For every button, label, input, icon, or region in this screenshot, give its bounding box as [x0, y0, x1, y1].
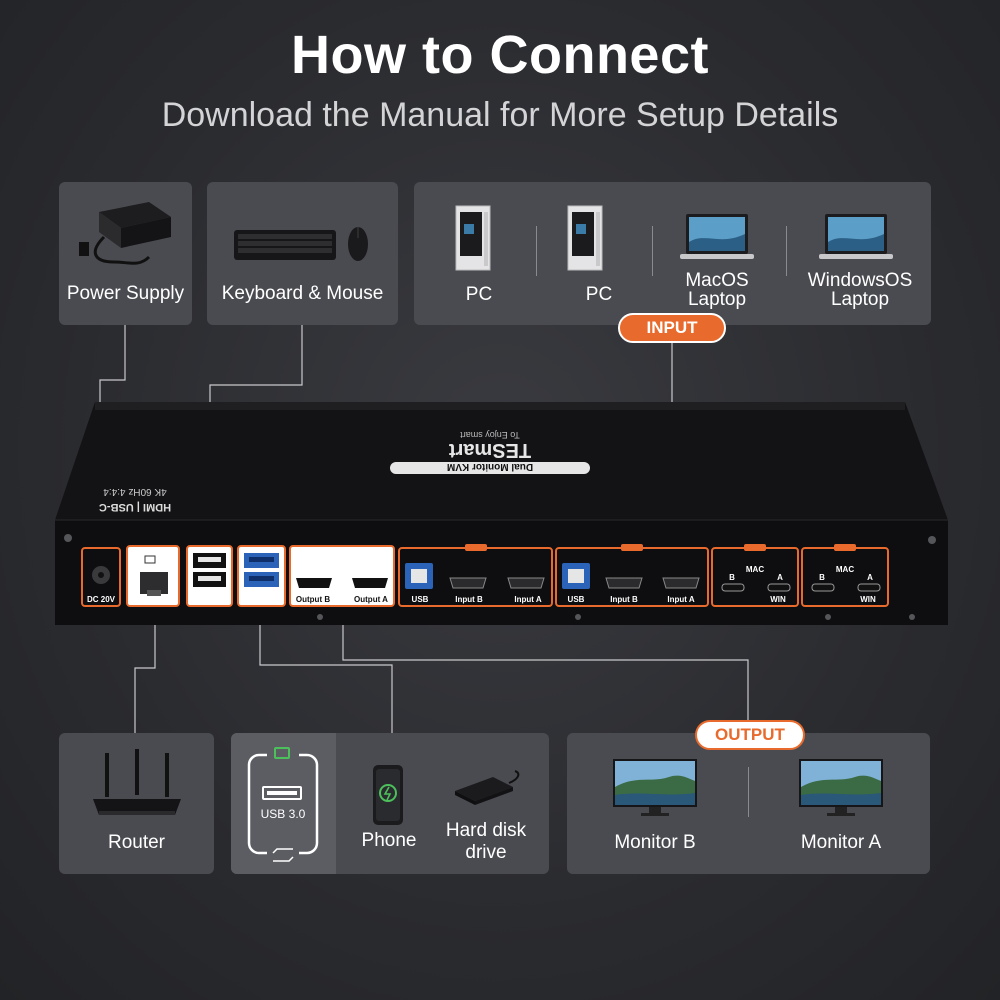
pc4-a-label: A	[867, 573, 873, 582]
keyboard-mouse-label: Keyboard & Mouse	[221, 283, 384, 304]
phone-label: Phone	[361, 830, 417, 851]
keyboard-icon	[234, 227, 368, 261]
router-label: Router	[107, 832, 166, 853]
pc-tower-icon	[567, 205, 603, 271]
output-badge: OUTPUT	[695, 720, 805, 750]
pc3-win-label: WIN	[770, 595, 786, 604]
input-pc-2-label: PC	[585, 284, 613, 305]
hdd-label-2: drive	[465, 842, 507, 863]
pc3-b-label: B	[729, 573, 735, 582]
laptop-icon	[680, 214, 754, 259]
output-a-port-label: Output A	[354, 595, 388, 604]
power-supply-card: Power Supply	[59, 182, 192, 325]
monitor-icon	[799, 759, 883, 816]
pc1-input-b-label: Input B	[455, 595, 483, 604]
input-win-label-2: Laptop	[830, 289, 890, 310]
monitor-b-label: Monitor B	[614, 832, 696, 853]
pc4-mac-label: MAC	[836, 565, 854, 574]
pc2-input-b-label: Input B	[610, 595, 638, 604]
device-side-text-2: 4K 60Hz 4:4:4	[103, 486, 167, 497]
device-brand-text: TESmart	[449, 439, 532, 461]
usb-3-icon	[247, 747, 319, 862]
pc1-input-a-label: Input A	[514, 595, 541, 604]
router-card: Router	[59, 733, 214, 874]
mouse-icon	[348, 227, 368, 261]
pc4-win-label: WIN	[860, 595, 876, 604]
input-badge: INPUT	[618, 313, 726, 343]
hard-disk-icon	[455, 770, 520, 805]
power-supply-label: Power Supply	[66, 283, 185, 304]
device-model-text: Dual Monitor KVM	[447, 461, 533, 472]
page-subtitle: Download the Manual for More Setup Detai…	[161, 96, 839, 134]
monitors-card: Monitor B Monitor A	[567, 733, 930, 874]
pc4-b-label: B	[819, 573, 825, 582]
usb-devices-card: USB 3.0 Phone Hard disk drive	[231, 733, 549, 874]
input-mac-label-2: Laptop	[687, 289, 747, 310]
router-icon	[93, 749, 181, 815]
laptop-icon	[819, 214, 893, 259]
pc1-usb-label: USB	[412, 595, 429, 604]
phone-icon	[373, 765, 403, 825]
input-mac-label-1: MacOS	[685, 270, 749, 291]
device-side-text-1: HDMI | USB-C	[99, 501, 171, 513]
pc2-input-a-label: Input A	[667, 595, 694, 604]
hdd-label-1: Hard disk	[445, 820, 527, 841]
device-tagline-text: To Enjoy smart	[460, 430, 520, 440]
monitor-icon	[613, 759, 697, 816]
pc2-usb-label: USB	[568, 595, 585, 604]
keyboard-mouse-card: Keyboard & Mouse	[207, 182, 398, 325]
input-devices-card: PC PC MacOS Laptop WindowsOS Laptop	[414, 182, 931, 325]
pc-tower-icon	[455, 205, 491, 271]
input-win-label-1: WindowsOS	[807, 270, 913, 291]
page-title: How to Connect	[291, 25, 709, 85]
power-adapter-icon	[79, 202, 171, 265]
monitor-a-label: Monitor A	[800, 832, 882, 853]
output-b-port-label: Output B	[296, 595, 330, 604]
pc3-mac-label: MAC	[746, 565, 764, 574]
dc-port-label: DC 20V	[87, 595, 116, 604]
input-pc-1-label: PC	[465, 284, 493, 305]
usb-3-label: USB 3.0	[260, 807, 306, 821]
pc3-a-label: A	[777, 573, 783, 582]
